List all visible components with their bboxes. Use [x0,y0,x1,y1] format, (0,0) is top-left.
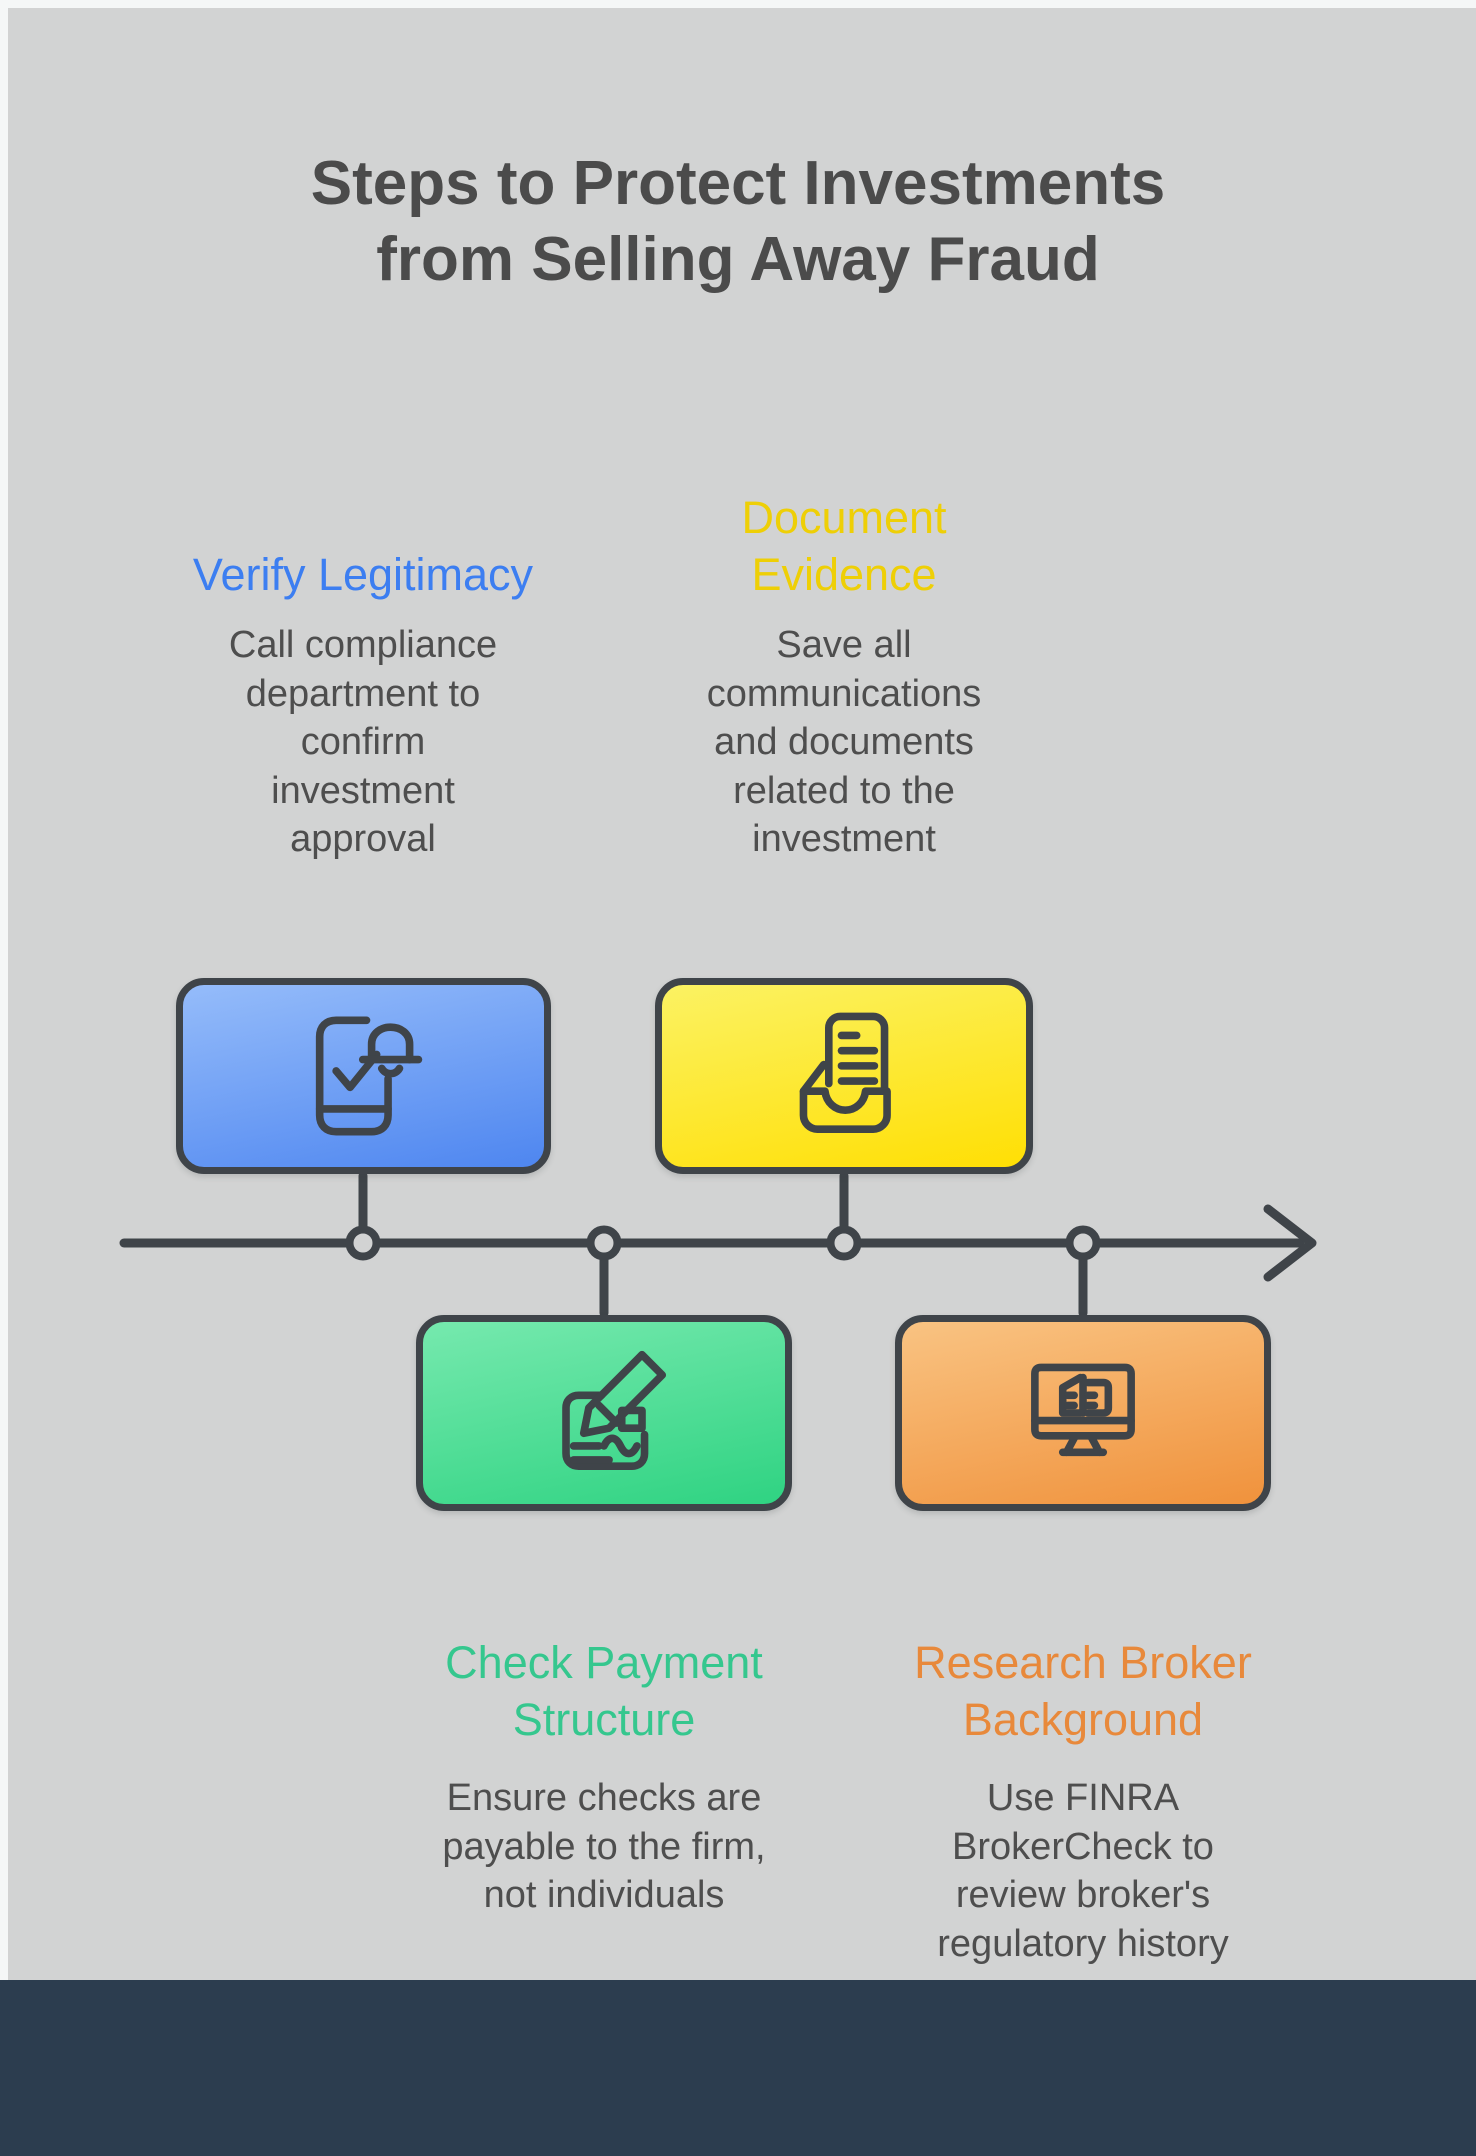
step-box-2 [655,978,1033,1174]
check-signing-pen-icon [562,1350,667,1470]
step-box-3 [416,1315,792,1511]
step-body-2: Save all communications and documents re… [706,624,982,860]
step-body-3: Ensure checks are payable to the firm, n… [442,1777,766,1916]
step-heading-3: Check Payment Structure [445,1637,763,1745]
step-heading-2: Document Evidence [741,492,947,600]
step-heading-1: Verify Legitimacy [192,549,534,600]
broker-monitor-icon [1031,1363,1135,1457]
step-heading-4: Research Broker Background [914,1637,1252,1745]
step-body-1: Call compliance department to confirm in… [228,624,498,860]
page-title: Steps to Protect Investments from Sellin… [310,149,1166,294]
document-inbox-icon [799,1012,891,1133]
step-box-4 [895,1315,1271,1511]
step-body-4: Use FINRA BrokerCheck to review broker's… [937,1777,1229,1965]
footer-bar [0,1980,1476,2156]
phone-approval-bell-icon [315,1016,422,1136]
step-box-1 [176,978,551,1174]
